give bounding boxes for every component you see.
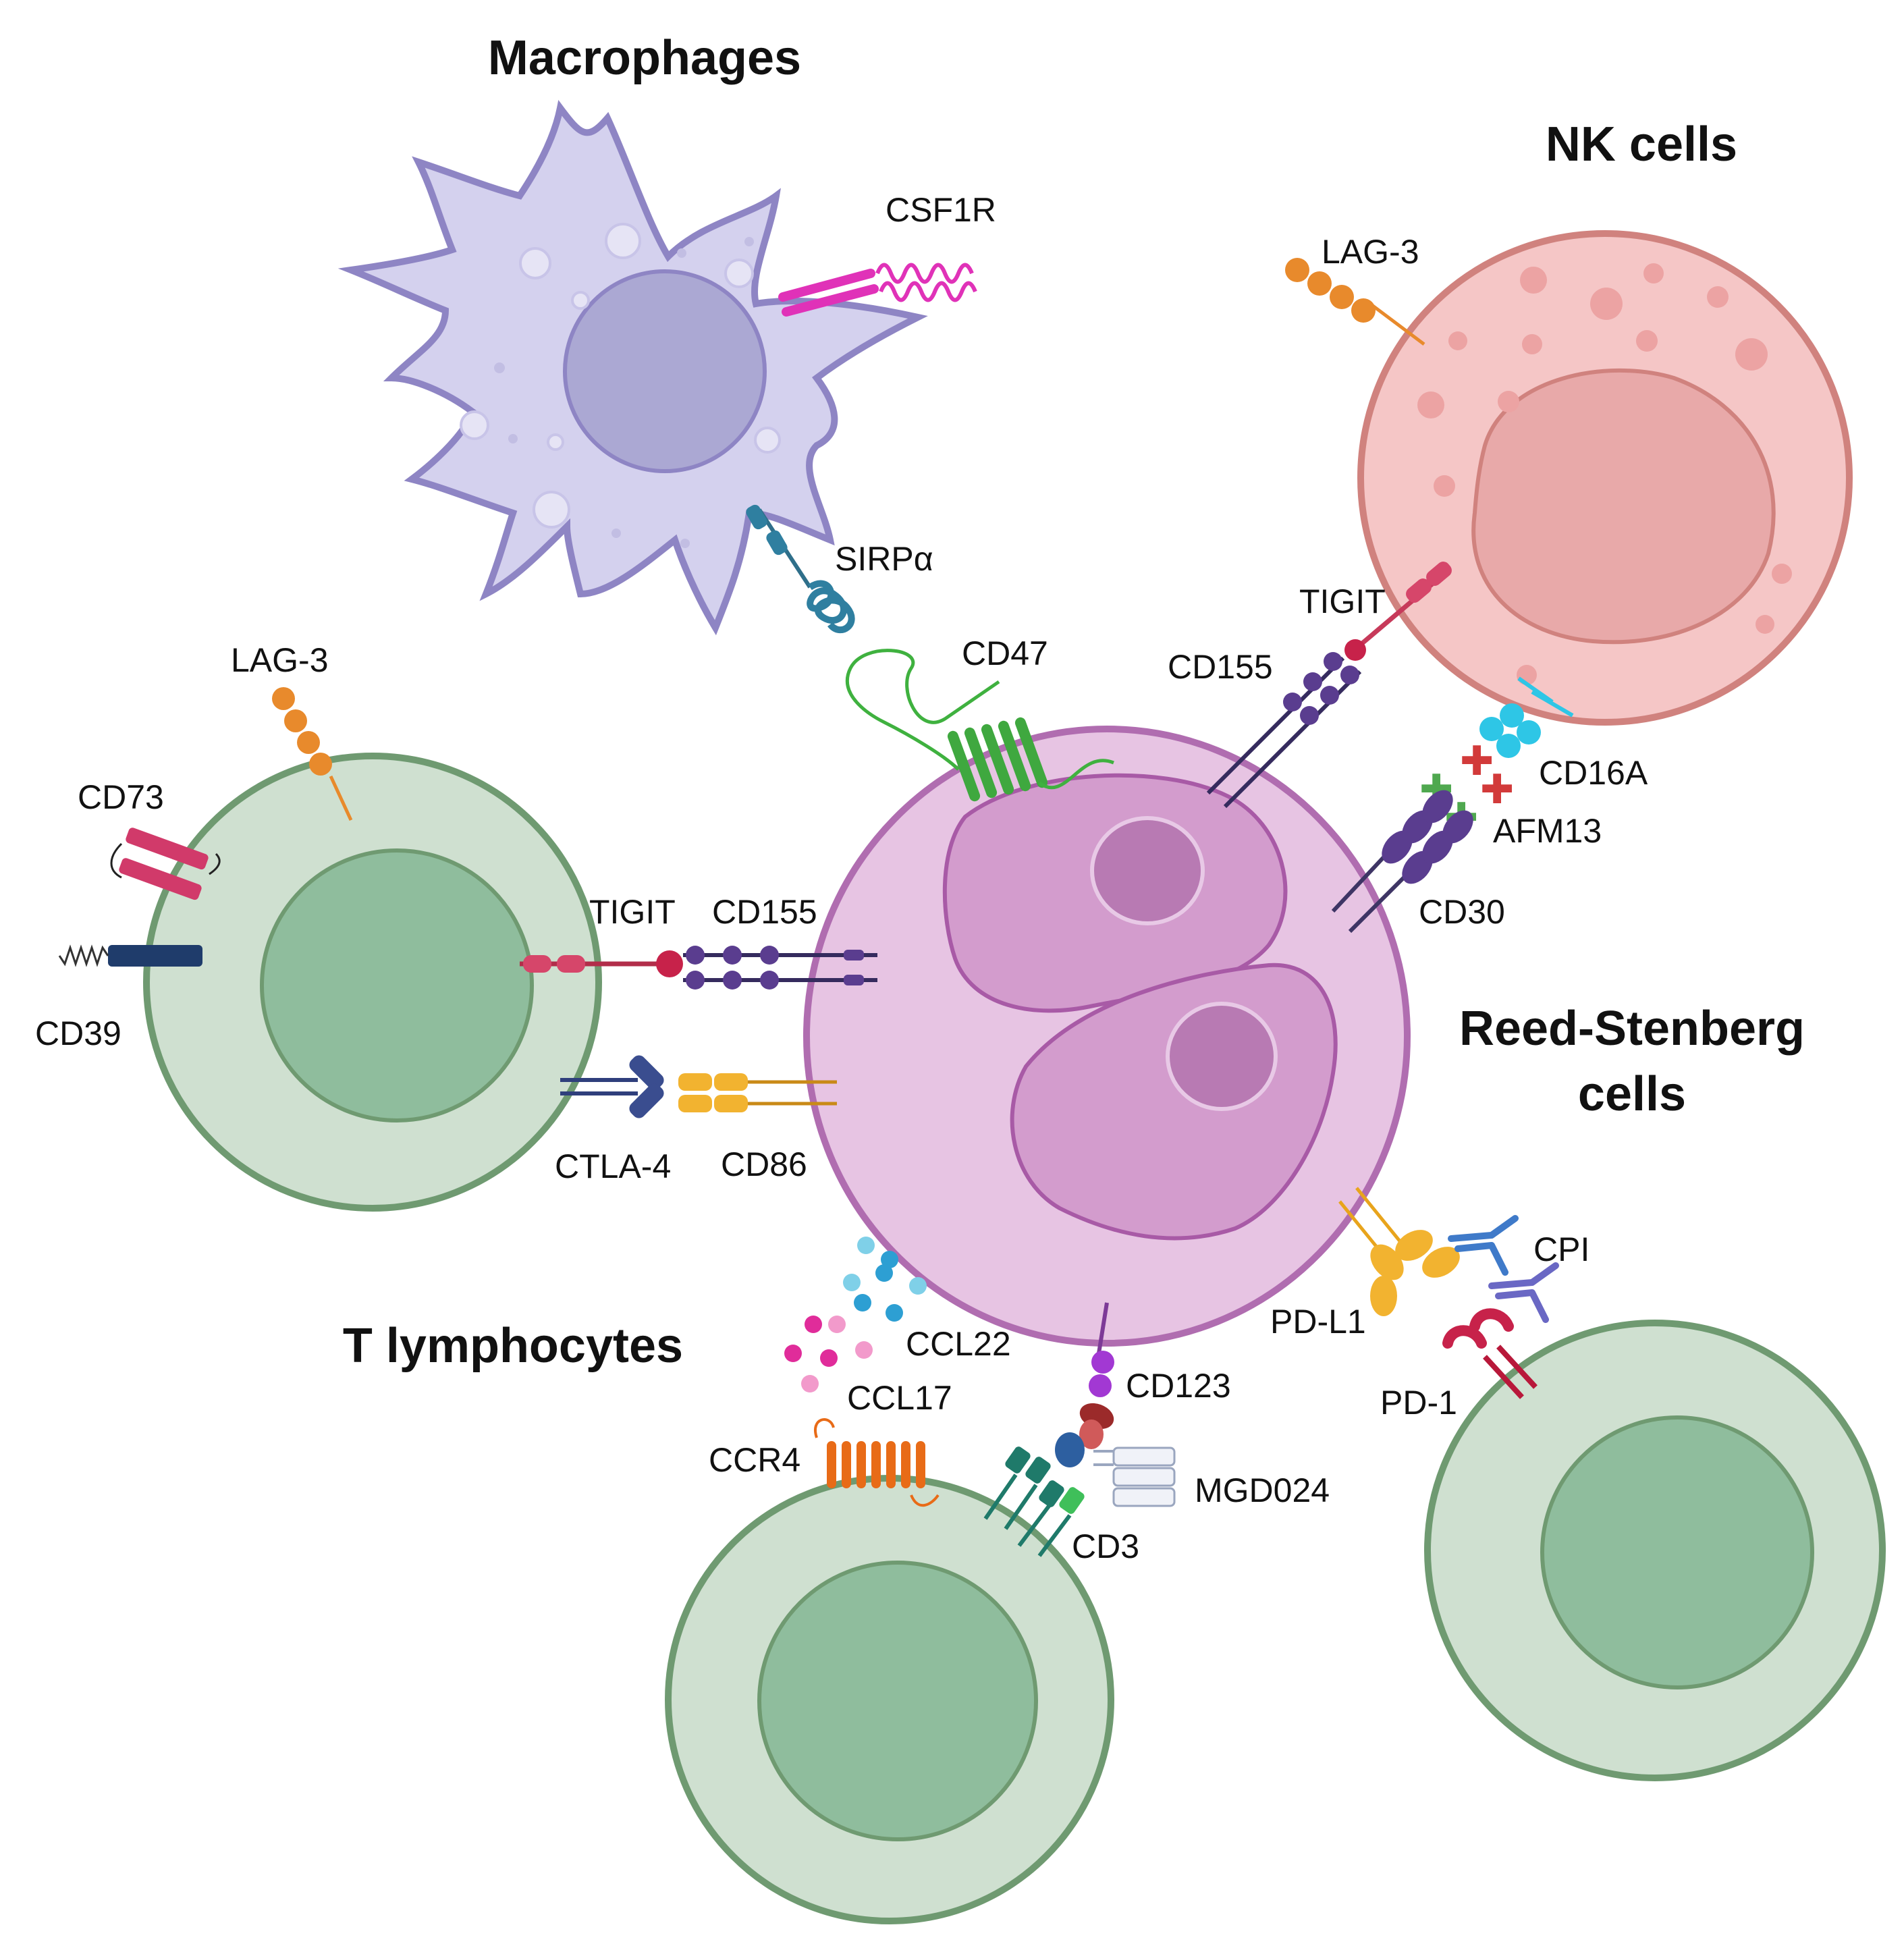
label-tigit-t: TIGIT [589, 893, 676, 931]
label-cd73: CD73 [78, 778, 164, 816]
cd3-complex [983, 1446, 1085, 1557]
label-pdl1: PD-L1 [1270, 1303, 1366, 1341]
cd30-receptor [1331, 790, 1473, 934]
label-cd16a: CD16A [1539, 754, 1648, 792]
label-cpi: CPI [1533, 1230, 1589, 1268]
ccl22-chemokines [843, 1237, 927, 1322]
granule [1735, 338, 1768, 371]
label-lag3-t: LAG-3 [231, 641, 329, 679]
ccr4-receptor [814, 1418, 940, 1507]
t-lymphocyte-right [1424, 1320, 1886, 1781]
label-ccl22: CCL22 [906, 1325, 1011, 1363]
t-cell-nucleus [757, 1561, 1038, 1841]
label-sirpa: SIRPα [835, 540, 933, 578]
granule [1590, 288, 1623, 320]
lag3-receptor-t [272, 687, 353, 821]
title-t-lymphocytes: T lymphocytes [343, 1319, 683, 1373]
title-nk-cells: NK cells [1546, 117, 1737, 171]
granule [1636, 330, 1658, 352]
mgd024-antibody [1055, 1403, 1176, 1507]
granule [744, 237, 754, 246]
macrophage-nucleus [563, 269, 767, 473]
granule [1643, 263, 1664, 283]
label-lag3-nk: LAG-3 [1322, 233, 1419, 271]
cpi-antibody [1448, 1215, 1559, 1323]
granule [1707, 286, 1729, 308]
cd47-protein [845, 649, 1114, 802]
t-cell-nucleus [1540, 1415, 1814, 1689]
cd39-enzyme [58, 944, 202, 967]
cd155-ligand-nk [1206, 652, 1362, 809]
granule [1417, 391, 1444, 418]
label-cd155-nk: CD155 [1168, 648, 1273, 686]
t-lymphocyte-left [143, 753, 602, 1212]
cd123-receptor [1089, 1302, 1114, 1397]
cd16a-receptor [1479, 676, 1574, 758]
vesicle [571, 291, 590, 310]
nk-cell [1357, 230, 1853, 726]
t-cell-nucleus [260, 848, 534, 1122]
reed-stenberg-cell [803, 726, 1411, 1347]
svg-text:✚: ✚ [1460, 738, 1494, 785]
title-reed-stenberg-line1: Reed-Stenberg [1459, 1002, 1805, 1056]
tigit-receptor-t [520, 950, 683, 977]
vesicle [519, 247, 551, 279]
granule [1756, 615, 1774, 634]
tigit-receptor-nk [1344, 562, 1452, 661]
cd86-ligand [678, 1073, 837, 1112]
nk-nucleus [1471, 368, 1776, 645]
vesicle [547, 433, 564, 451]
svg-text:✚: ✚ [1480, 766, 1514, 813]
pdl1-ligand [1338, 1187, 1460, 1316]
label-cd3: CD3 [1072, 1527, 1139, 1565]
vesicle [460, 410, 489, 440]
granule [1434, 475, 1455, 497]
cd73-enzyme [110, 828, 221, 900]
label-cd47: CD47 [962, 634, 1048, 672]
granule [1498, 391, 1519, 412]
vesicle [754, 427, 781, 454]
t-lymphocyte-bottom [665, 1475, 1114, 1924]
ccl17-chemokines [784, 1316, 873, 1392]
label-mgd024: MGD024 [1195, 1471, 1330, 1509]
lag3-receptor-nk [1285, 258, 1425, 346]
title-reed-stenberg-line2: cells [1578, 1067, 1686, 1121]
label-tigit-nk: TIGIT [1299, 583, 1386, 620]
label-cd39: CD39 [35, 1014, 121, 1052]
label-cd86: CD86 [721, 1145, 807, 1183]
macrophage-cell [337, 100, 928, 636]
rs-nucleolus-upper [1090, 816, 1205, 925]
label-cd123: CD123 [1126, 1367, 1231, 1405]
granule [1448, 331, 1467, 350]
label-pd1: PD-1 [1380, 1384, 1457, 1422]
granule [677, 248, 686, 258]
rs-nucleolus-lower [1166, 1002, 1278, 1111]
granule [611, 529, 621, 538]
granule [1772, 564, 1792, 584]
label-ctla4: CTLA-4 [555, 1147, 671, 1185]
label-ccr4: CCR4 [709, 1441, 800, 1479]
label-cd155-t: CD155 [712, 893, 817, 931]
granule [1520, 267, 1547, 294]
granule [508, 434, 518, 443]
granule [1522, 334, 1542, 354]
granule [494, 362, 505, 373]
vesicle [605, 223, 641, 259]
sirpa-receptor [746, 504, 855, 634]
vesicle [533, 491, 570, 529]
label-ccl17: CCL17 [847, 1379, 952, 1417]
pd1-receptor [1442, 1308, 1538, 1399]
title-macrophages: Macrophages [488, 31, 801, 85]
csf1r-receptor [778, 263, 977, 317]
label-csf1r: CSF1R [886, 191, 996, 229]
label-afm13: AFM13 [1493, 812, 1602, 850]
vesicle [724, 259, 754, 288]
ctla4-receptor [560, 1055, 664, 1118]
cd155-ligand-t [683, 946, 877, 990]
granule [680, 539, 690, 548]
label-cd30: CD30 [1419, 893, 1505, 931]
